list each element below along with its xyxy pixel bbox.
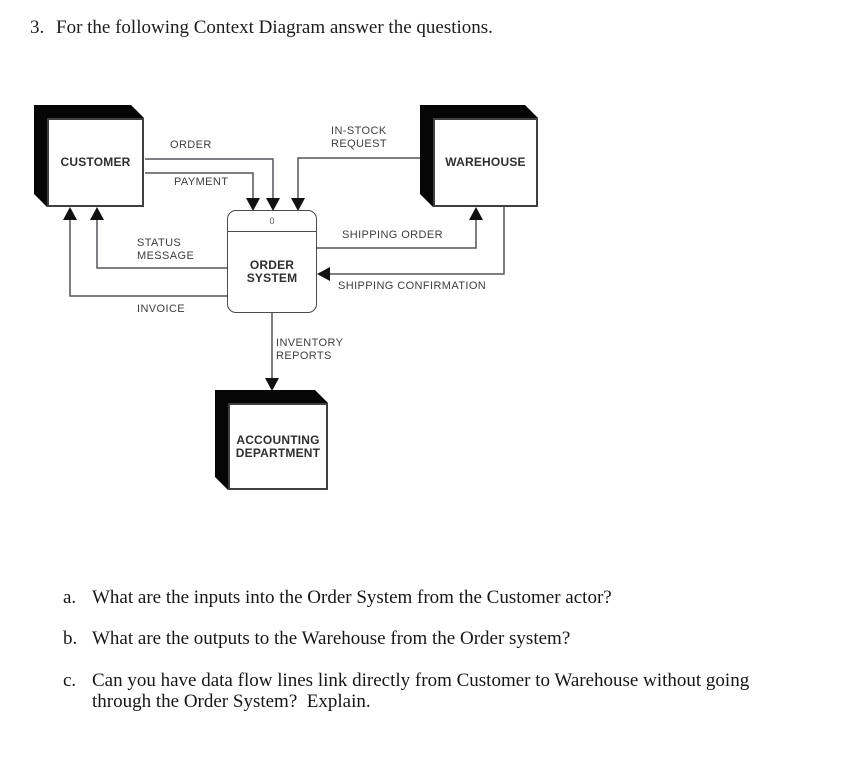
entity-customer: CUSTOMER [47, 118, 144, 207]
entity-accounting-department-face: ACCOUNTING DEPARTMENT [228, 403, 328, 490]
entity-warehouse-face: WAREHOUSE [433, 118, 538, 207]
flow-shipping-confirmation-label: SHIPPING CONFIRMATION [338, 280, 487, 292]
process-order-system-label: ORDER SYSTEM [228, 232, 316, 312]
flow-status-message-label: STATUS MESSAGE [137, 237, 195, 262]
question-b-letter: b. [63, 628, 78, 649]
flow-invoice-label: INVOICE [137, 303, 186, 315]
process-label-line2: SYSTEM [246, 271, 298, 285]
exercise-number: 3. [30, 17, 45, 38]
exercise-title: For the following Context Diagram answer… [56, 17, 493, 38]
flow-shipping-confirmation-line [330, 206, 505, 275]
flow-order-label: ORDER [170, 139, 212, 151]
process-order-system: 0 ORDER SYSTEM [227, 210, 317, 313]
exercise-header: 3. For the following Context Diagram ans… [0, 16, 849, 42]
entity-accounting-department: ACCOUNTING DEPARTMENT [228, 403, 328, 490]
flow-status-message-arrowhead [90, 207, 104, 220]
flow-in-stock-request-arrowhead [291, 198, 305, 211]
flow-invoice-arrowhead [63, 207, 77, 220]
flow-inventory-reports-arrowhead [265, 378, 279, 391]
flow-inventory-reports-label: INVENTORY REPORTS [276, 337, 344, 362]
entity-customer-face: CUSTOMER [47, 118, 144, 207]
flow-order-arrowhead [266, 198, 280, 211]
question-a-text: What are the inputs into the Order Syste… [92, 587, 612, 608]
flow-shipping-order-label: SHIPPING ORDER [342, 229, 443, 241]
process-label-line1: ORDER [249, 258, 295, 272]
flow-shipping-order-line [316, 219, 477, 249]
flow-status-message-line [96, 219, 228, 269]
entity-warehouse: WAREHOUSE [433, 118, 538, 207]
flow-shipping-order-arrowhead [469, 207, 483, 220]
entity-warehouse-label: WAREHOUSE [445, 155, 526, 169]
entity-accounting-label-line2: DEPARTMENT [235, 445, 321, 460]
flow-payment-line [145, 172, 254, 199]
entity-accounting-label-line1: ACCOUNTING [236, 432, 320, 447]
question-a-letter: a. [63, 587, 77, 608]
flow-shipping-confirmation-arrowhead [317, 267, 330, 281]
flow-order-line [145, 158, 274, 199]
flow-payment-arrowhead [246, 198, 260, 211]
question-b-text: What are the outputs to the Warehouse fr… [92, 628, 571, 649]
flow-payment-label: PAYMENT [174, 176, 229, 188]
process-number-band: 0 [228, 211, 316, 232]
flow-invoice-line [69, 219, 228, 297]
question-c-text: Can you have data flow lines link direct… [92, 670, 750, 712]
process-number: 0 [269, 216, 275, 226]
question-c-letter: c. [63, 670, 77, 691]
flow-in-stock-request-line [297, 157, 433, 199]
flow-in-stock-request-label: IN-STOCK REQUEST [331, 125, 387, 150]
entity-customer-label: CUSTOMER [60, 155, 131, 169]
